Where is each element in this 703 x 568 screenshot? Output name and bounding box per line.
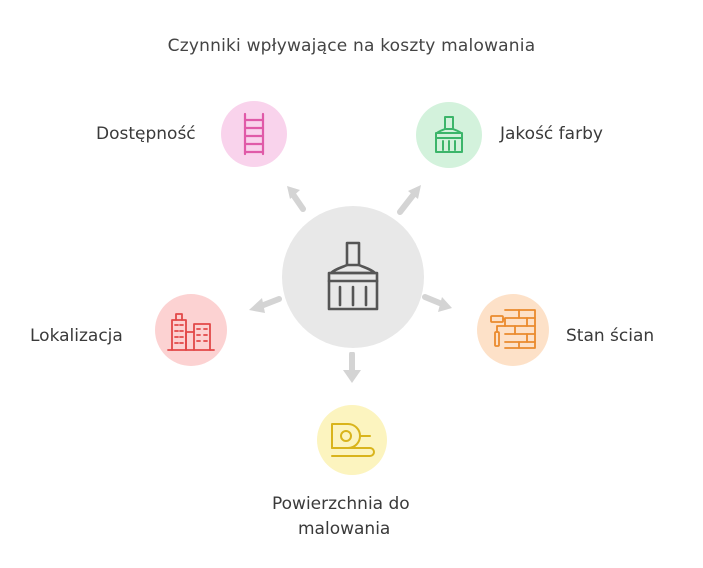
- label-stan-scian: Stan ścian: [566, 326, 655, 346]
- paint-brush-icon: [435, 116, 463, 153]
- label-jakosc-farby: Jakość farby: [500, 124, 603, 144]
- factor-lokalizacja: [155, 294, 227, 366]
- paint-roller-wall-icon: [490, 309, 536, 349]
- center-node: [282, 206, 424, 348]
- label-powierzchnia-line1: Powierzchnia do: [272, 494, 410, 514]
- factor-stan-scian: [477, 294, 549, 366]
- factor-dostepnosc: [221, 101, 287, 167]
- label-powierzchnia-line2: malowania: [298, 519, 391, 539]
- label-lokalizacja: Lokalizacja: [30, 326, 123, 346]
- arrow-to-lokalizacja: [249, 296, 282, 313]
- label-dostepnosc: Dostępność: [96, 124, 196, 144]
- arrow-to-stan-scian: [422, 294, 452, 312]
- arrow-to-dostepnosc: [287, 186, 306, 212]
- ladder-icon: [243, 112, 265, 156]
- tape-measure-icon: [331, 423, 375, 457]
- factor-jakosc-farby: [416, 102, 482, 168]
- paint-brush-icon: [327, 241, 379, 311]
- arrow-to-powierzchnia: [343, 352, 361, 383]
- diagram-title: Czynniki wpływające na koszty malowania: [167, 36, 536, 56]
- factor-powierzchnia: [317, 405, 387, 475]
- buildings-icon: [167, 313, 215, 351]
- arrow-to-jakosc-farby: [397, 185, 421, 215]
